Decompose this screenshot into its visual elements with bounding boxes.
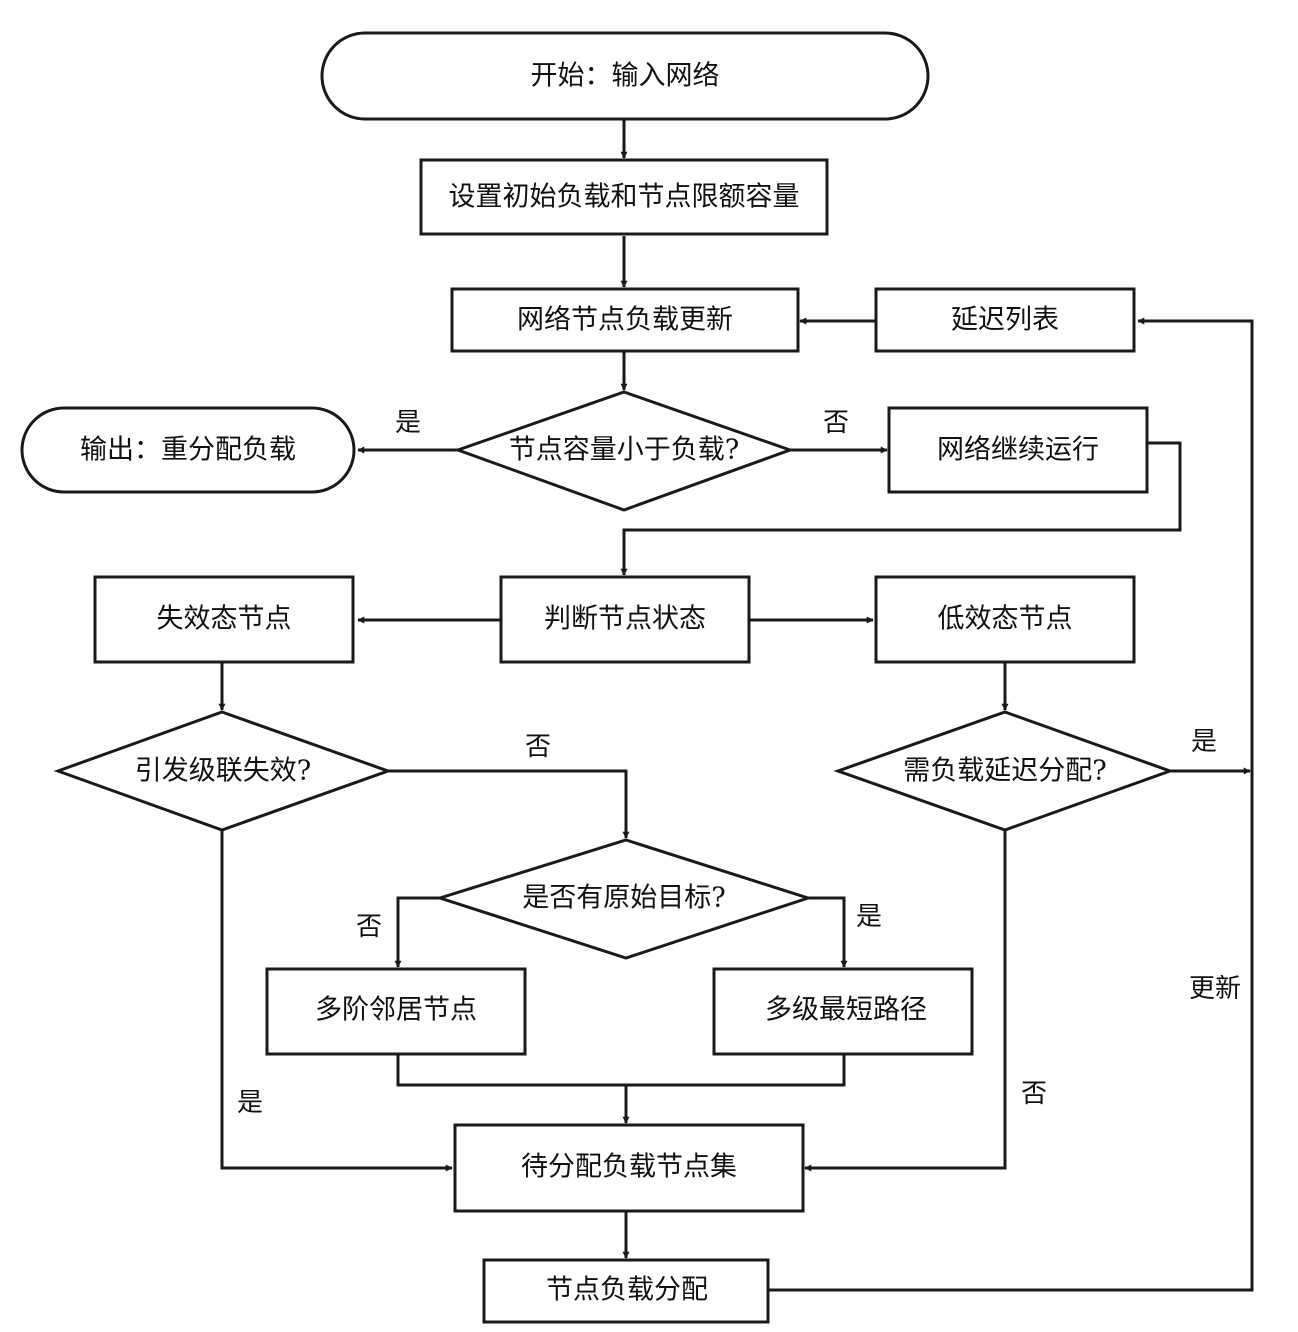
pending-set-label: 待分配负载节点集 [521, 1152, 737, 1183]
load-assign-box [482, 1258, 770, 1324]
capacity-no-label: 否 [823, 408, 849, 438]
edge-assign-update-loop [768, 317, 1254, 1292]
set-initial-label: 设置初始负载和节点限额容量 [449, 182, 800, 213]
node-judge-state: 判断节点状态 [499, 575, 751, 664]
node-failed: 失效态节点 [93, 575, 355, 664]
capacity-check-label: 节点容量小于负载? [509, 435, 739, 466]
low-eff-node-label: 低效态节点 [938, 604, 1073, 635]
edge-delay-no-to-pending [804, 830, 1007, 1172]
edge-cascade-yes-to-pending [220, 830, 453, 1172]
start-label: 开始：输入网络 [531, 61, 720, 92]
node-set-initial: 设置初始负载和节点限额容量 [419, 158, 829, 236]
cascade-check-label: 引发级联失效? [135, 756, 311, 787]
original-target-label: 是否有原始目标? [522, 883, 725, 914]
judge-state-label: 判断节点状态 [544, 604, 706, 635]
node-load-update: 网络节点负载更新 [450, 287, 800, 353]
node-continue-run: 网络继续运行 [887, 406, 1149, 494]
load-assign-label: 节点负载分配 [546, 1275, 708, 1306]
node-capacity-check: 节点容量小于负载? [453, 390, 795, 512]
update-label: 更新 [1189, 974, 1241, 1004]
edge-continue-to-judge [620, 441, 1182, 576]
multi-shortest-box [712, 967, 974, 1056]
node-delay-list: 延迟列表 [874, 287, 1136, 353]
node-multi-shortest: 多级最短路径 [712, 967, 974, 1056]
delay-no-label: 否 [1021, 1079, 1047, 1109]
node-multi-neighbor: 多阶邻居节点 [265, 967, 527, 1056]
multi-neighbor-box [265, 967, 527, 1056]
edge-labels: 是 否 否 是 否 是 是 否 更新 [237, 408, 1241, 1118]
delay-list-label: 延迟列表 [951, 305, 1059, 336]
node-start: 开始：输入网络 [320, 31, 930, 121]
load-update-label: 网络节点负载更新 [517, 305, 733, 336]
node-delay-check: 需负载延迟分配? [833, 710, 1175, 832]
cascade-yes-label: 是 [237, 1088, 263, 1118]
edge-target-yes-to-shortest [808, 896, 848, 968]
target-no-label: 否 [356, 912, 382, 942]
load-update-box [450, 287, 800, 353]
continue-run-label: 网络继续运行 [937, 435, 1099, 466]
node-load-assign: 节点负载分配 [482, 1258, 770, 1324]
failed-node-label: 失效态节点 [157, 604, 292, 635]
delay-yes-label: 是 [1191, 727, 1217, 757]
node-output: 输出：重分配负载 [20, 406, 356, 494]
delay-list-box [874, 287, 1136, 353]
continue-run-box [887, 406, 1149, 494]
start-terminal-shape [320, 31, 930, 121]
node-cascade-check: 引发级联失效? [53, 710, 393, 832]
target-yes-label: 是 [856, 902, 882, 932]
multi-neighbor-label: 多阶邻居节点 [315, 995, 477, 1026]
node-original-target-check: 是否有原始目标? [435, 838, 813, 960]
judge-state-box [499, 575, 751, 664]
node-pending-set: 待分配负载节点集 [453, 1123, 805, 1213]
output-terminal-shape [20, 406, 356, 494]
delay-check-label: 需负载延迟分配? [903, 756, 1106, 787]
edge-merge-neighbor-shortest [396, 1055, 846, 1087]
original-target-diamond [435, 838, 813, 960]
pending-set-box [453, 1123, 805, 1213]
cascade-no-label: 否 [525, 732, 551, 762]
set-initial-box [419, 158, 829, 236]
failed-node-box [93, 575, 355, 664]
edge-cascade-no-to-target [388, 769, 630, 839]
edge-target-no-to-neighbor [394, 896, 440, 968]
delay-check-diamond [833, 710, 1175, 832]
connectors [218, 120, 1254, 1292]
output-label: 输出：重分配负载 [80, 435, 296, 466]
multi-shortest-label: 多级最短路径 [765, 995, 927, 1026]
capacity-check-diamond [453, 390, 795, 512]
node-low-efficiency: 低效态节点 [874, 575, 1136, 664]
cascade-check-diamond [53, 710, 393, 832]
low-eff-node-box [874, 575, 1136, 664]
capacity-yes-label: 是 [395, 408, 421, 438]
